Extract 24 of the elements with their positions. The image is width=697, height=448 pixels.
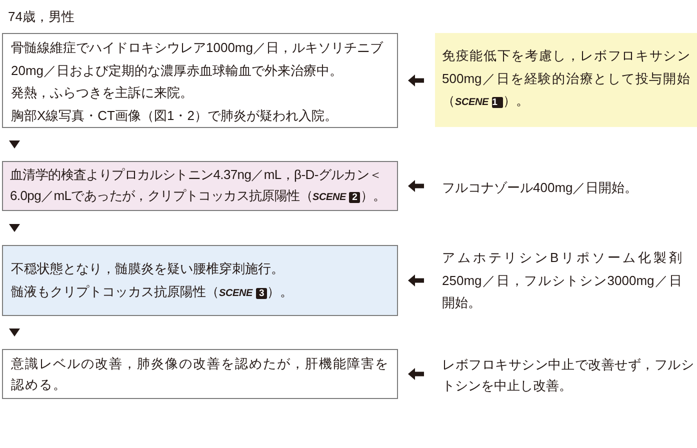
step-box (2, 161, 398, 211)
arrow (408, 74, 424, 86)
note-text: 免疫能低下を考慮し，レボフロキサシン500mg／日を経験的治療として投与開始（SCENE 1）。 (442, 47, 690, 110)
step-text: 血清学的検査よりプロカルシトニン4.37ng／mL，β-D-グルカン＜6.0pg／mLであったが，クリプトコッカス抗原陽性（SCENE 2）。 (10, 166, 387, 205)
step-text: 不穏状態となり，髄膜炎を疑い腰椎穿刺施行。 (11, 260, 285, 278)
step-box (2, 33, 398, 128)
step-text: 胸部X線写真・CT画像（図1・2）で肺炎が疑われ入院。 (11, 106, 338, 124)
treatment-note: アムホテリシンBリポソーム化製剤250mg／日，フルシトシン3000mg／日開始。 (442, 247, 682, 314)
step-text: 発熱，ふらつきを主訴に来院。 (11, 84, 194, 102)
arrow (408, 274, 424, 286)
down-arrow (9, 224, 20, 232)
step-text: 髄液もクリプトコッカス抗原陽性（SCENE 3）。 (11, 282, 294, 300)
step-box (2, 349, 398, 399)
arrow (408, 368, 424, 380)
treatment-note: レボフロキサシン中止で改善せず，フルシトシンを中止し改善。 (442, 354, 694, 396)
case-title: 74歳，男性 (8, 8, 74, 26)
step-text: 骨髄線維症でハイドロキシウレア1000mg／日，ルキソリチニブ20mg／日および定期的な濃厚赤血球輸血で外来治療中。 (11, 39, 384, 80)
down-arrow (9, 328, 20, 336)
note-box (435, 33, 697, 127)
down-arrow (9, 140, 20, 148)
step-box (2, 245, 398, 316)
arrow (408, 180, 424, 192)
step-text: 意識レベルの改善，肺炎像の改善を認めたが，肝機能障害を認める。 (11, 355, 390, 394)
treatment-note: フルコナゾール400mg／日開始。 (442, 177, 694, 199)
